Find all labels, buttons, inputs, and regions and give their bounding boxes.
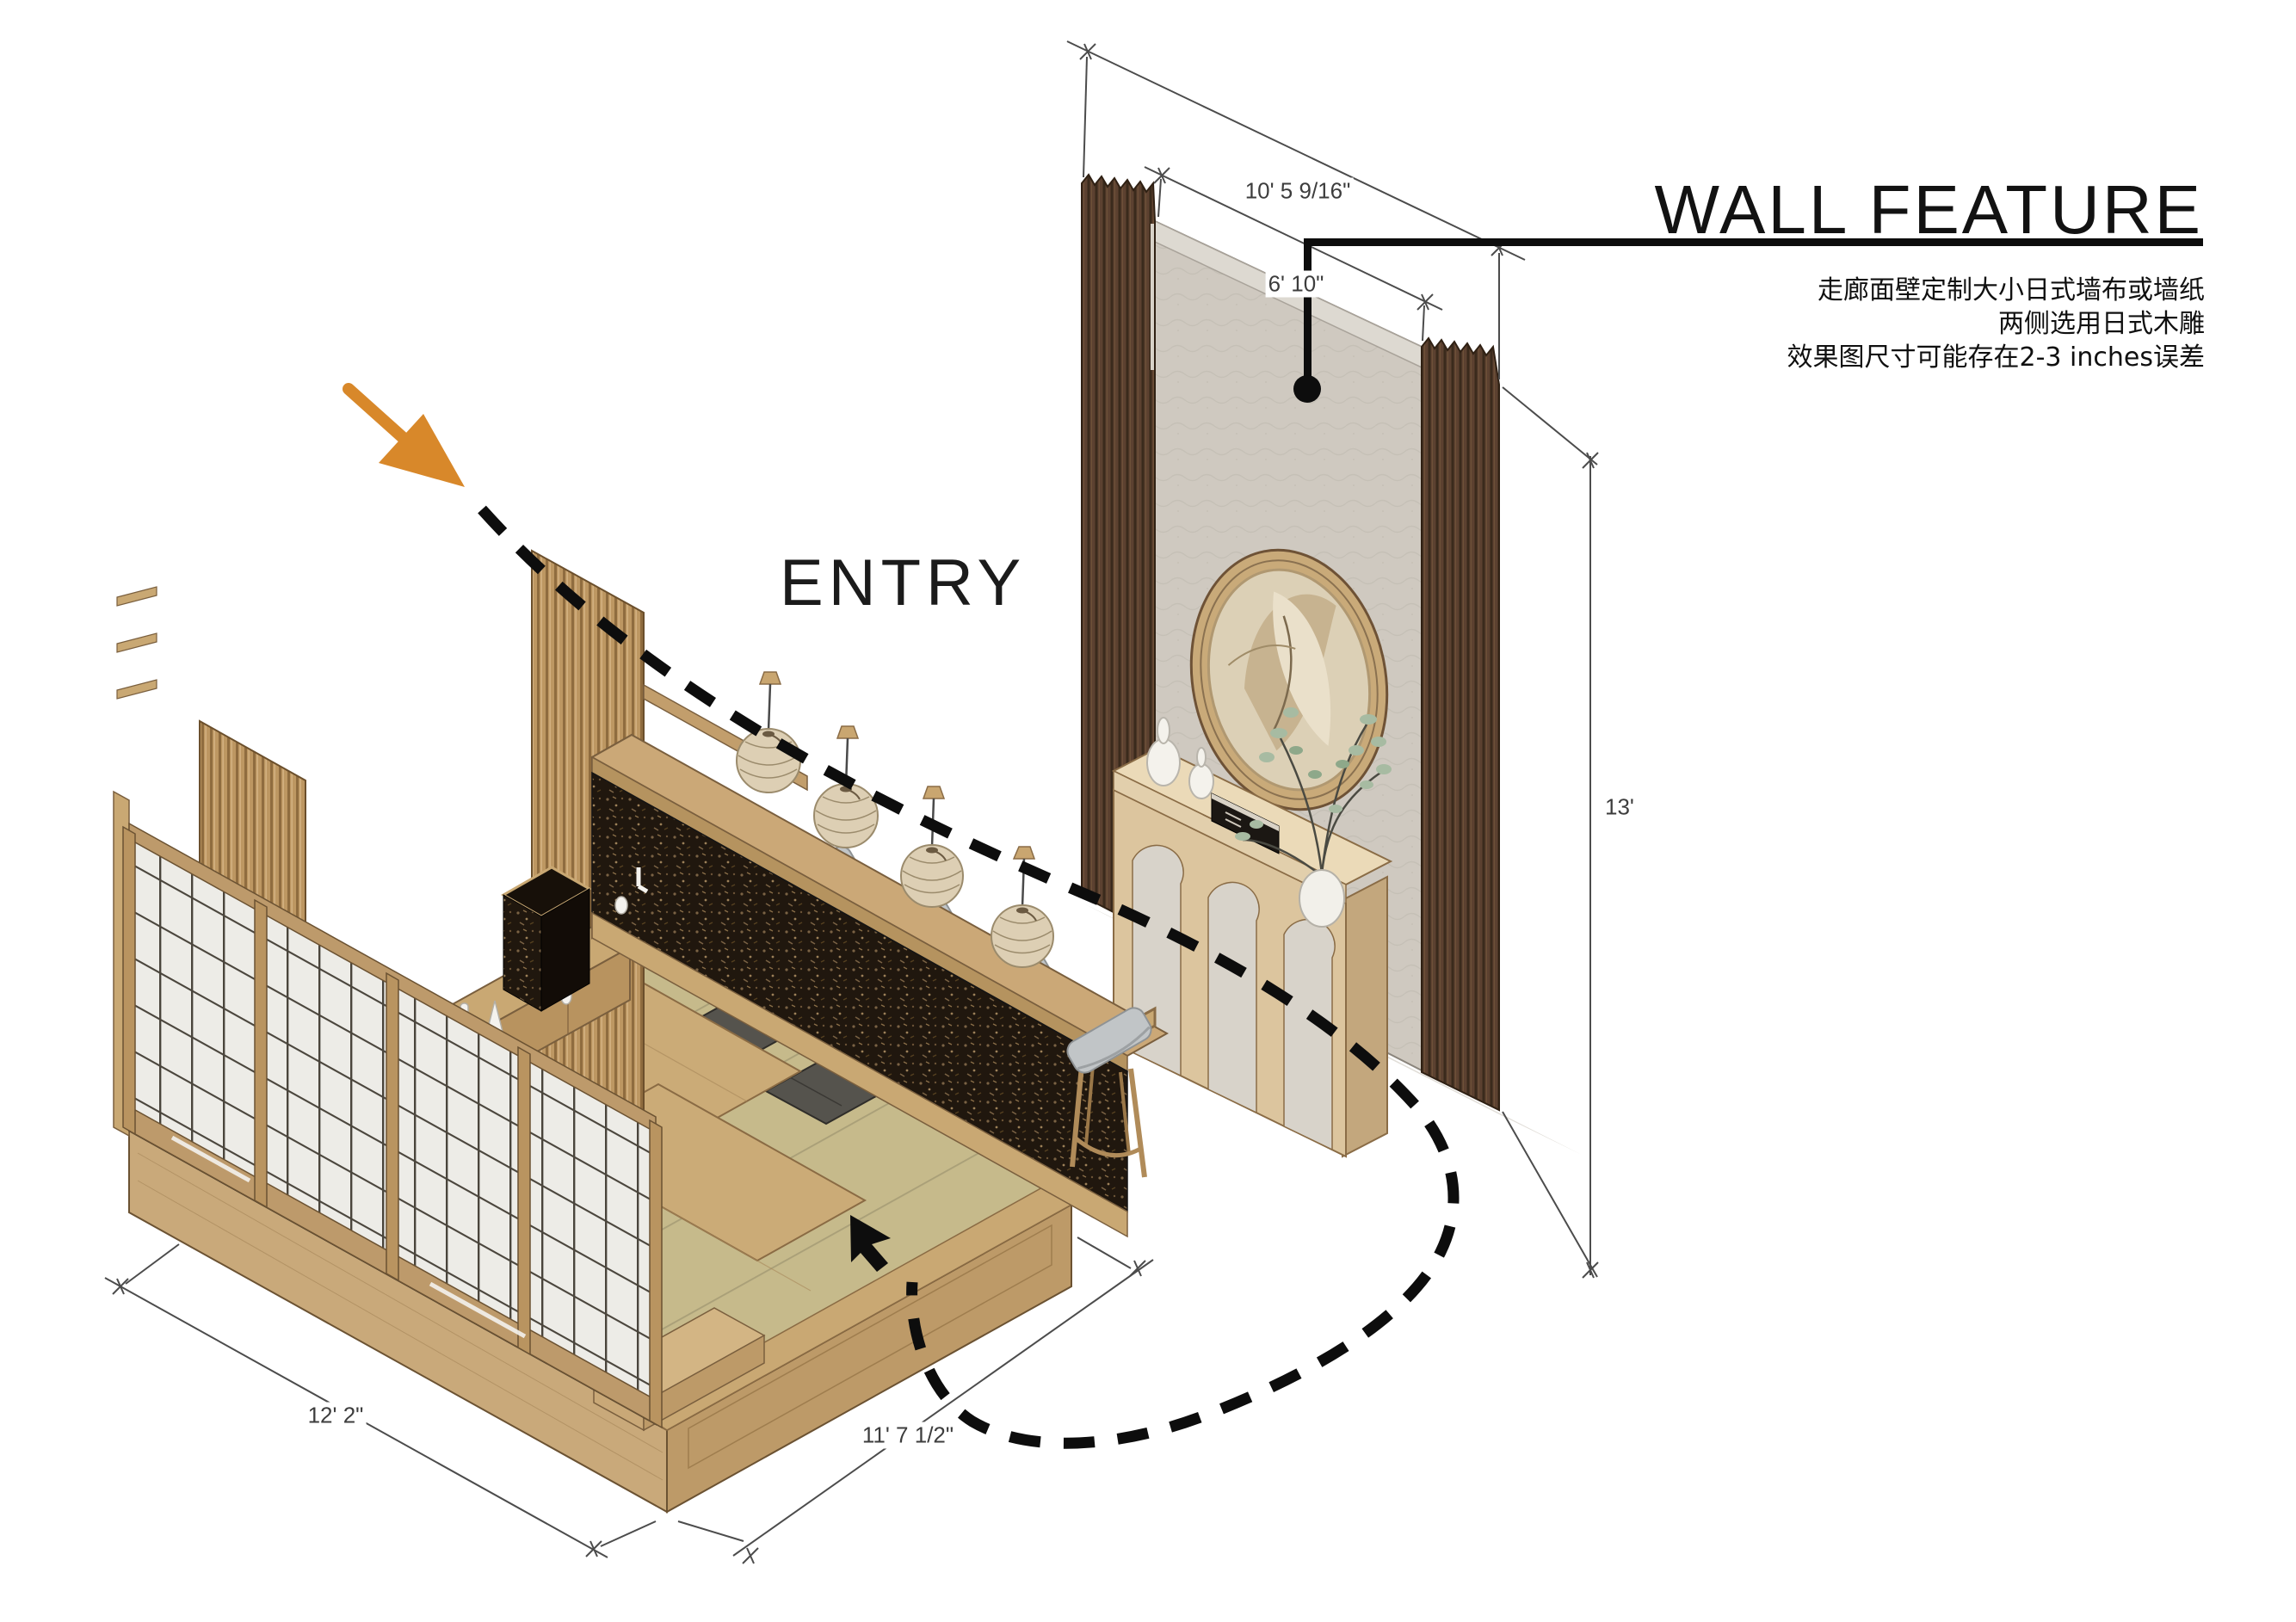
plant-vase — [1299, 869, 1345, 928]
bar-stool-front — [1066, 1007, 1152, 1178]
pendant-light — [900, 786, 964, 908]
console-table — [1111, 746, 1393, 1158]
tea-room — [113, 549, 1170, 1514]
slat-column-left — [1081, 173, 1156, 935]
plant-stems — [1242, 724, 1381, 877]
round-mirror — [1189, 548, 1389, 811]
dim-label-wall-width: 10' 5 9/16" — [1242, 177, 1354, 205]
display-box — [500, 866, 593, 1012]
pendant-light — [736, 671, 801, 793]
wall-feature — [1081, 173, 1582, 1158]
slat-column-right — [1421, 336, 1500, 1112]
page-title: WALL FEATURE — [1654, 171, 2203, 248]
gourd-vase — [1146, 738, 1181, 786]
plant-leaves — [1235, 707, 1392, 841]
leader-line — [1293, 238, 2203, 403]
dim-label-wall-height: 13' — [1602, 793, 1637, 821]
note-line: 走廊面壁定制大小日式墙布或墙纸 — [1818, 275, 2205, 305]
entry-label: ENTRY — [780, 546, 1027, 620]
annotation-notes: 走廊面壁定制大小日式墙布或墙纸 两侧选用日式木雕 效果图尺寸可能存在2-3 in… — [1787, 274, 2205, 374]
wall-bracket — [116, 632, 157, 653]
cursor-icon — [850, 1215, 891, 1272]
note-line: 两侧选用日式木雕 — [1998, 309, 2205, 339]
wall-bracket — [116, 679, 157, 700]
shoji-wall — [122, 822, 663, 1429]
entry-arrow-icon — [343, 383, 465, 487]
book-stack — [1211, 792, 1280, 854]
note-line: 效果图尺寸可能存在2-3 inches误差 — [1787, 342, 2205, 373]
dimension-ticks — [112, 43, 1599, 1564]
circulation-path — [478, 505, 1460, 1449]
console-arch — [1283, 918, 1336, 1151]
console-decor — [1146, 707, 1392, 928]
console-arch — [1207, 881, 1260, 1114]
pendant-light — [991, 846, 1054, 968]
pendant-lights — [736, 671, 1054, 968]
dim-label-platform-depth: 12' 2" — [305, 1402, 367, 1429]
leader-dot-icon — [1293, 375, 1321, 403]
dim-label-platform-width: 11' 7 1/2" — [859, 1422, 957, 1449]
wall-bracket — [116, 586, 157, 607]
bar-counter — [589, 733, 1170, 1238]
gourd-vase-small — [1188, 763, 1214, 799]
dim-label-wallpaper-width: 6' 10" — [1265, 270, 1327, 298]
